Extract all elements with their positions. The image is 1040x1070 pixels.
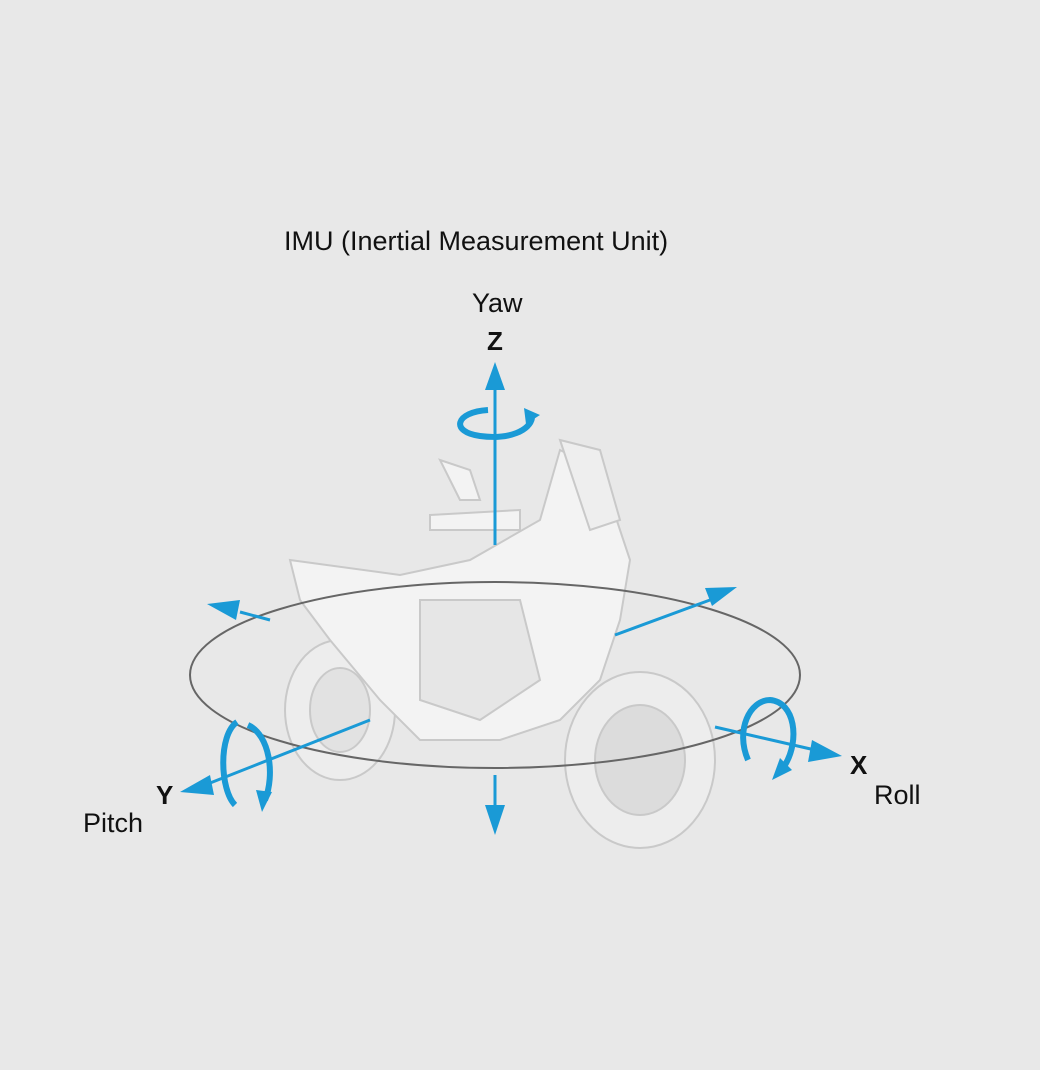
diagram-title: IMU (Inertial Measurement Unit) [284,226,669,256]
x-axis-label: X [850,750,868,780]
z-axis-label: Z [487,326,503,356]
x-axis-arrow [614,587,842,762]
yaw-label: Yaw [472,288,523,318]
y-axis-label: Y [156,780,174,810]
y-axis-arrow [180,600,371,795]
roll-rotation-icon [740,696,797,780]
pitch-rotation-icon [220,719,273,812]
roll-label: Roll [874,780,921,810]
yaw-rotation-icon [457,407,540,440]
roll-plane-ellipse [189,581,801,769]
motorcycle-illustration [284,438,716,849]
z-axis-arrow [485,362,505,835]
pitch-label: Pitch [83,808,144,838]
